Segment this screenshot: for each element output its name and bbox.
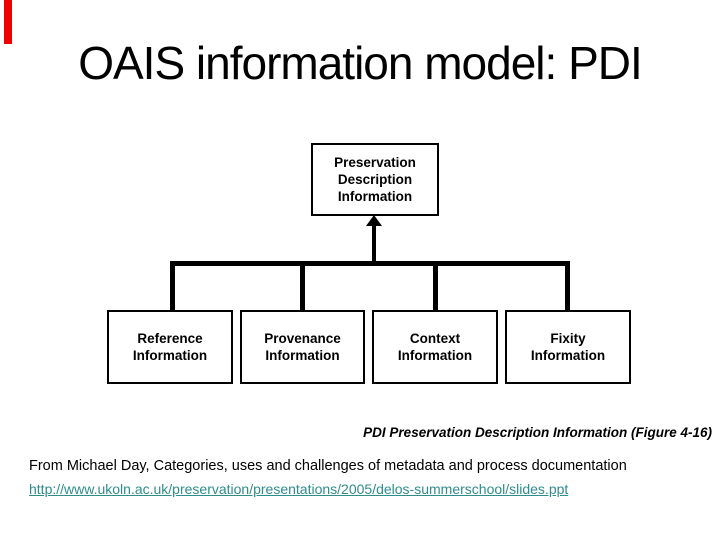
node-label-line: Preservation: [334, 155, 416, 170]
node-label-line: Information: [132, 348, 208, 363]
attribution-text: From Michael Day, Categories, uses and c…: [29, 458, 627, 474]
connector-drop-reference: [170, 261, 175, 311]
connector-drop-context: [433, 261, 438, 311]
node-label-line: Information: [530, 348, 606, 363]
node-reference-information: Reference Information: [107, 310, 233, 384]
connector-arrow-up-icon: [366, 215, 382, 226]
node-label-line: Reference: [137, 331, 203, 346]
node-label-line: Context: [409, 331, 461, 346]
node-provenance-information: Provenance Information: [240, 310, 365, 384]
node-context-information: Context Information: [372, 310, 498, 384]
node-label-line: Information: [397, 348, 473, 363]
connector-trunk: [170, 261, 570, 266]
connector-arrow-line: [372, 226, 376, 263]
red-corner-marker: [4, 0, 12, 44]
node-label-line: Information: [265, 348, 340, 363]
node-fixity-information: Fixity Information: [505, 310, 631, 384]
node-preservation-description-information: Preservation Description Information: [311, 143, 439, 216]
connector-drop-provenance: [300, 261, 305, 311]
node-label-line: Information: [337, 189, 413, 204]
figure-caption: PDI Preservation Description Information…: [363, 425, 712, 440]
page-title: OAIS information model: PDI: [78, 37, 643, 89]
node-label-line: Description: [337, 172, 413, 187]
connector-drop-fixity: [565, 261, 570, 311]
node-label-line: Provenance: [264, 331, 341, 346]
source-link[interactable]: http://www.ukoln.ac.uk/preservation/pres…: [29, 481, 569, 497]
node-label-line: Fixity: [550, 331, 586, 346]
